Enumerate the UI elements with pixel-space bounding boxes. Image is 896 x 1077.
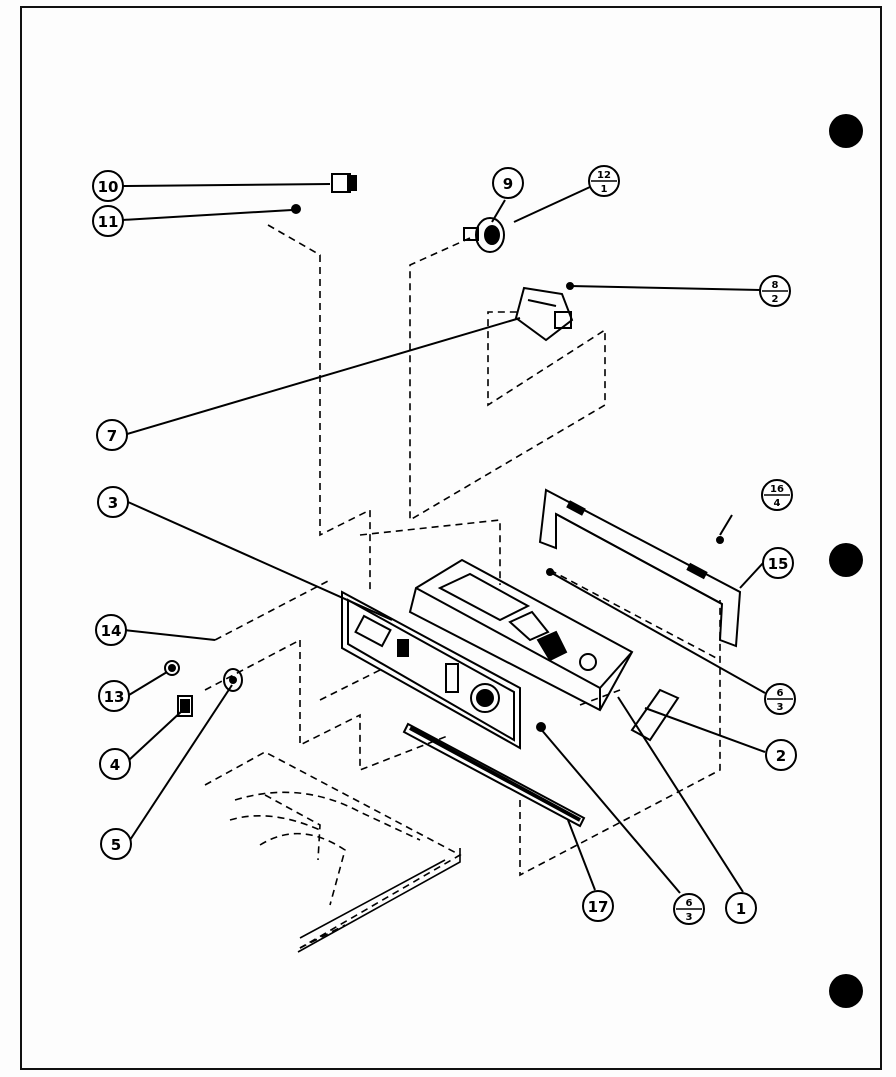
- svg-text:6: 6: [686, 898, 693, 909]
- callout-6-3-bottom: 6 3: [673, 893, 705, 925]
- svg-text:5: 5: [111, 836, 121, 854]
- part-9-knob-icon: [463, 217, 505, 253]
- svg-text:13: 13: [104, 688, 125, 706]
- svg-text:2: 2: [772, 294, 779, 305]
- svg-text:1: 1: [601, 184, 608, 195]
- svg-text:4: 4: [110, 756, 120, 774]
- callout-15: 15: [762, 547, 794, 579]
- part-7-timer-icon: [514, 282, 574, 342]
- svg-text:4: 4: [774, 498, 781, 509]
- callout-9: 9: [492, 167, 524, 199]
- svg-text:10: 10: [98, 178, 119, 196]
- binder-hole-icon: [829, 543, 863, 577]
- part-10-switch-icon: [331, 173, 357, 193]
- callouts: 10 11 9 7 3 14: [92, 165, 797, 925]
- svg-text:3: 3: [777, 702, 784, 713]
- assembly-dashed-lines: [204, 224, 721, 949]
- callout-1: 1: [725, 892, 757, 924]
- callout-11: 11: [92, 205, 124, 237]
- callout-5: 5: [100, 828, 132, 860]
- callout-13: 13: [98, 680, 130, 712]
- part-13-grommet-icon: [164, 660, 180, 676]
- svg-text:12: 12: [597, 170, 611, 181]
- part-2-trim-icon: [630, 688, 680, 742]
- svg-text:11: 11: [98, 213, 119, 231]
- svg-text:3: 3: [108, 494, 118, 512]
- svg-text:16: 16: [770, 484, 784, 495]
- leader-lines: [121, 183, 766, 894]
- svg-text:9: 9: [503, 175, 513, 193]
- svg-text:6: 6: [777, 688, 784, 699]
- svg-text:1: 1: [736, 900, 746, 918]
- callout-4: 4: [99, 748, 131, 780]
- svg-text:7: 7: [107, 427, 117, 445]
- callout-10: 10: [92, 170, 124, 202]
- callout-7: 7: [96, 419, 128, 451]
- part-5-washer-icon: [223, 668, 243, 692]
- svg-text:2: 2: [776, 747, 786, 765]
- callout-14: 14: [95, 614, 127, 646]
- part-11-screw-icon: [291, 204, 301, 214]
- svg-text:17: 17: [588, 898, 609, 916]
- svg-text:15: 15: [768, 555, 789, 573]
- binder-hole-icon: [829, 974, 863, 1008]
- callout-8-2: 8 2: [759, 275, 791, 307]
- svg-text:8: 8: [772, 280, 779, 291]
- callout-2: 2: [765, 739, 797, 771]
- page-border: [20, 6, 882, 1070]
- part-17-strip-icon: [402, 722, 586, 828]
- callout-16-4: 16 4: [761, 479, 793, 511]
- svg-text:3: 3: [686, 912, 693, 923]
- callout-12-1: 12 1: [588, 165, 620, 197]
- callout-17: 17: [582, 890, 614, 922]
- callout-6-3-right: 6 3: [764, 683, 796, 715]
- callout-3: 3: [97, 486, 129, 518]
- svg-text:14: 14: [101, 622, 122, 640]
- part-1-console-housing-icon: [408, 558, 634, 712]
- binder-hole-icon: [829, 114, 863, 148]
- part-3-control-panel-icon: [341, 590, 521, 750]
- part-15-bracket-icon: [538, 488, 742, 648]
- part-6-screw-icon: [536, 722, 546, 732]
- part-4-button-icon: [177, 695, 193, 717]
